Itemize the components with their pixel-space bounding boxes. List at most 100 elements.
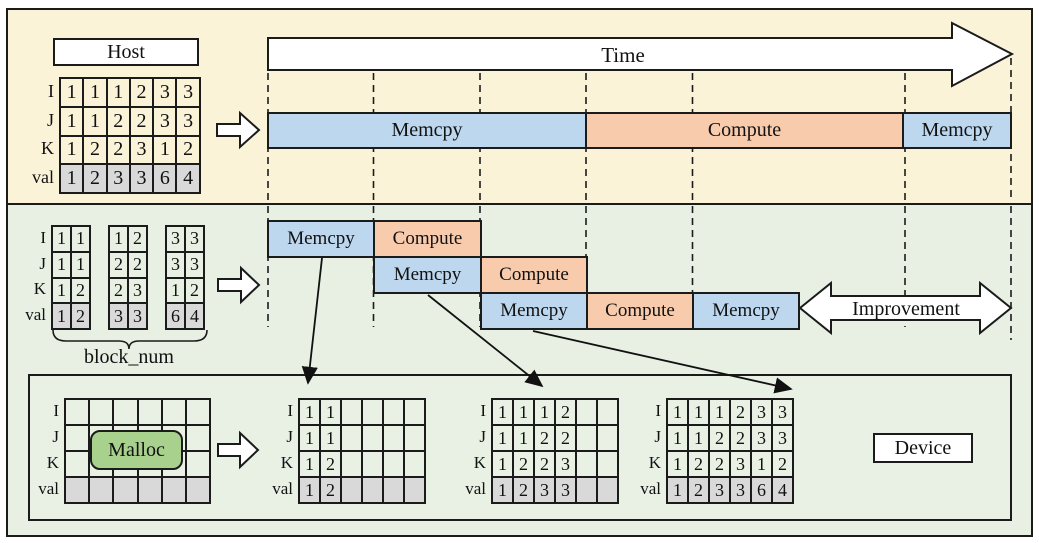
segment-label: Compute <box>392 228 463 249</box>
matrix-cell: 1 <box>106 78 130 107</box>
matrix-cell: 3 <box>751 399 772 425</box>
row-label-I: I <box>48 80 54 101</box>
matrix-cell <box>383 425 404 451</box>
matrix-cell: 1 <box>60 78 84 107</box>
matrix-cell: 1 <box>52 251 71 278</box>
segment-label: Memcpy <box>500 300 568 321</box>
matrix-cell: 1 <box>688 425 709 451</box>
matrix-cell <box>576 425 597 451</box>
matrix-cell: 2 <box>109 277 128 304</box>
matrix-cell <box>89 477 114 503</box>
matrix-cell: 3 <box>129 164 154 194</box>
stream3-compute-segment: Compute <box>586 292 694 330</box>
matrix-cell <box>404 425 425 451</box>
matrix-cell: 3 <box>153 106 177 136</box>
matrix-cell <box>65 399 90 425</box>
stream2-memcpy-segment: Memcpy <box>373 256 482 294</box>
matrix-cell: 1 <box>513 399 534 425</box>
row-label-J: J <box>46 109 54 130</box>
matrix-cell <box>185 477 211 503</box>
matrix-cell: 2 <box>320 477 341 503</box>
row-label-I: I <box>40 227 46 247</box>
row-label-val: val <box>640 479 661 498</box>
matrix-cell: 2 <box>709 425 730 451</box>
row-label-K: K <box>648 453 661 472</box>
matrix-cell: 1 <box>60 135 84 165</box>
matrix-cell: 1 <box>71 226 90 252</box>
matrix-cell: 1 <box>688 399 709 425</box>
matrix-cell <box>362 399 383 425</box>
matrix-cell: 1 <box>492 451 513 477</box>
row-label-K: K <box>41 138 54 159</box>
matrix-cell <box>65 451 90 477</box>
matrix-cell: 1 <box>52 303 71 330</box>
device-label-box: Device <box>873 433 973 463</box>
matrix-cell <box>576 451 597 477</box>
matrix-cell: 2 <box>71 277 90 304</box>
matrix-cell: 2 <box>83 135 107 165</box>
stream2-compute-segment: Compute <box>480 256 588 294</box>
matrix-cell <box>161 477 186 503</box>
matrix-cell: 2 <box>106 135 130 165</box>
host-label-box: Host <box>53 38 199 66</box>
matrix-cell: 1 <box>153 135 177 165</box>
matrix-cell <box>576 477 597 503</box>
matrix-cell: 3 <box>555 477 576 503</box>
matrix-cell: 2 <box>109 251 128 278</box>
matrix-cell <box>362 425 383 451</box>
row-label-J: J <box>286 427 293 446</box>
matrix-cell: 3 <box>709 477 730 503</box>
matrix-cell: 1 <box>667 399 688 425</box>
matrix-cell: 1 <box>492 399 513 425</box>
segment-label: Compute <box>605 300 675 321</box>
matrix-cell <box>185 425 211 451</box>
matrix-cell: 2 <box>128 226 147 252</box>
matrix-cell: 4 <box>176 164 200 194</box>
matrix-cell <box>383 451 404 477</box>
matrix-cell <box>185 451 211 477</box>
matrix-cell <box>362 477 383 503</box>
matrix-cell: 4 <box>185 303 204 330</box>
matrix-cell: 1 <box>52 226 71 252</box>
segment-label: Memcpy <box>391 119 463 141</box>
matrix-cell <box>341 399 362 425</box>
segment-label: Memcpy <box>921 119 993 141</box>
malloc-box: Malloc <box>90 430 183 470</box>
matrix-cell: 1 <box>667 451 688 477</box>
matrix-cell: 1 <box>299 451 320 477</box>
matrix-cell: 1 <box>83 78 107 107</box>
matrix-cell: 2 <box>534 451 555 477</box>
matrix-cell: 1 <box>60 164 84 194</box>
matrix-cell: 4 <box>772 477 793 503</box>
matrix-cell <box>341 477 362 503</box>
matrix-cell: 1 <box>492 477 513 503</box>
matrix-cell: 2 <box>709 451 730 477</box>
row-label-J: J <box>654 427 661 446</box>
row-label-J: J <box>52 427 59 446</box>
matrix-cell: 3 <box>534 477 555 503</box>
matrix-cell: 3 <box>166 251 185 278</box>
matrix-cell: 2 <box>688 477 709 503</box>
matrix-cell: 1 <box>109 226 128 252</box>
matrix-cell: 1 <box>166 277 185 304</box>
matrix-cell <box>341 425 362 451</box>
host-memcpy1-segment: Memcpy <box>267 112 587 149</box>
row-label-K: K <box>280 453 293 472</box>
stream3-memcpy2-segment: Memcpy <box>692 292 800 330</box>
matrix-cell <box>597 477 618 503</box>
matrix-cell: 3 <box>128 277 147 304</box>
matrix-cell <box>137 477 162 503</box>
row-label-val: val <box>38 479 59 498</box>
matrix-cell: 3 <box>153 78 177 107</box>
matrix-cell: 2 <box>106 106 130 136</box>
matrix-cell <box>404 477 425 503</box>
matrix-cell: 6 <box>166 303 185 330</box>
matrix-cell <box>65 425 90 451</box>
matrix-cell: 2 <box>555 425 576 451</box>
